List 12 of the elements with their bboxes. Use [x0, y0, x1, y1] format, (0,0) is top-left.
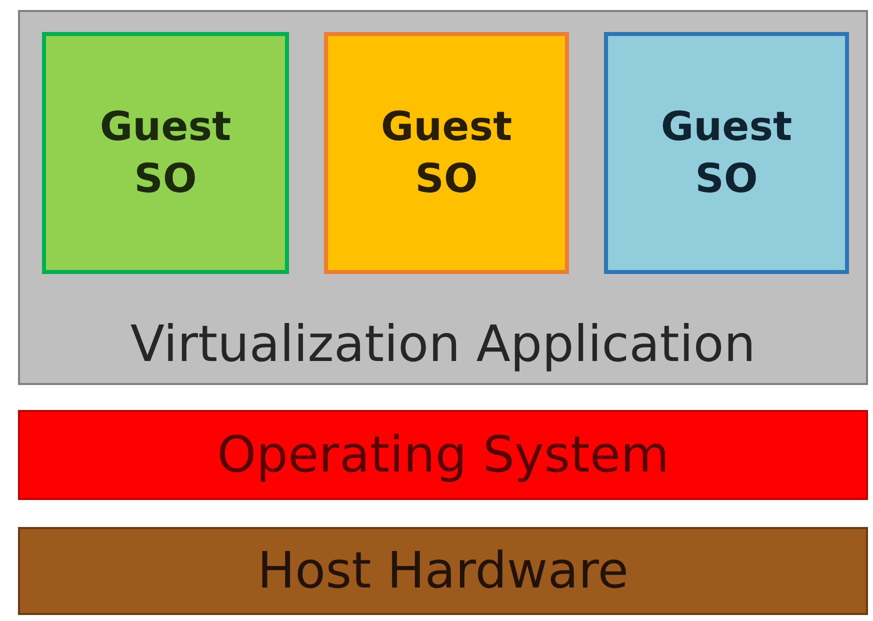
guest-box [324, 32, 569, 274]
layer-label: Operating System [216, 424, 670, 486]
guest-box [604, 32, 849, 274]
layer-title: Virtualization Application [129, 314, 757, 375]
guest-label: Guest SO [98, 103, 232, 204]
guest-label: Guest SO [380, 103, 514, 204]
layer-bar [18, 527, 868, 615]
layer-bar [18, 410, 868, 500]
guest-label: Guest SO [660, 103, 794, 204]
layer-panel [18, 10, 868, 385]
guest-box [42, 32, 289, 274]
layer-label: Host Hardware [256, 540, 630, 602]
